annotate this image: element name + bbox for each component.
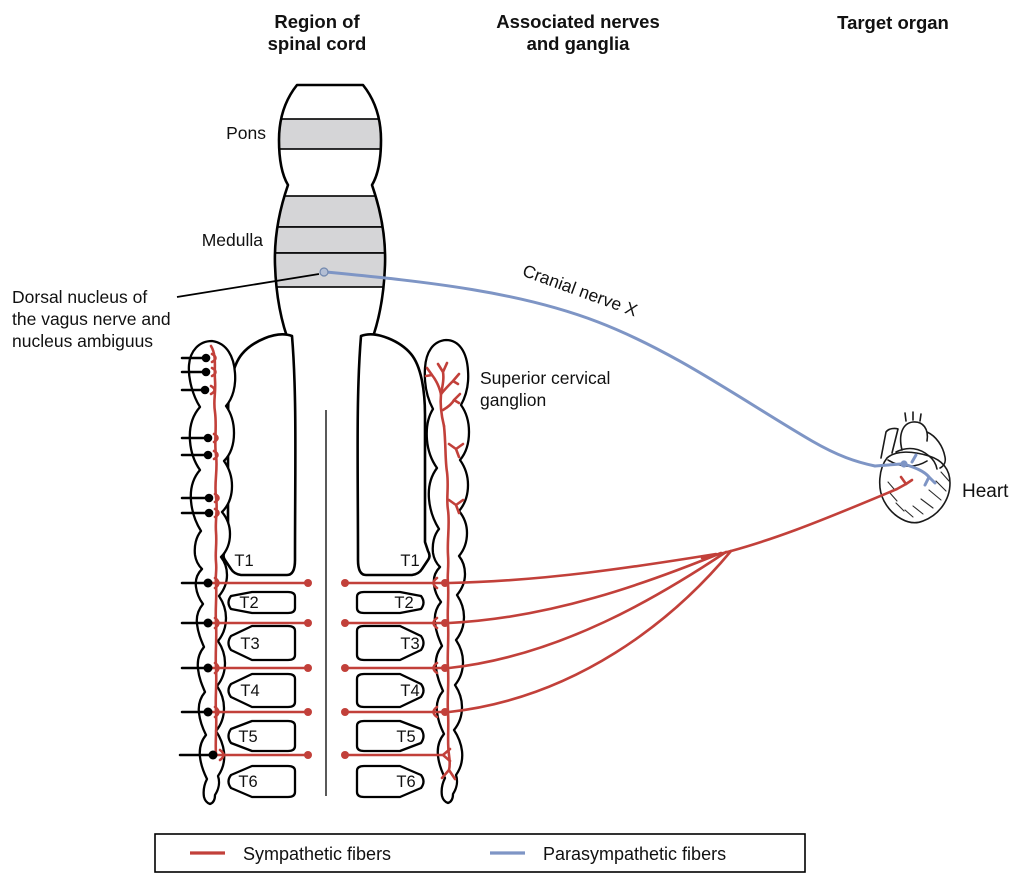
header-associated-nerves-line1: Associated nerves — [496, 11, 660, 32]
segment-boxes-left — [227, 590, 297, 799]
legend-box — [154, 833, 806, 873]
vagus-origin-dot-ring — [319, 267, 329, 277]
cardiac-nerve-t2 — [447, 551, 723, 625]
cardiac-nerves — [447, 549, 733, 714]
heart-label: Heart — [962, 481, 1009, 502]
segment-box-left-t3 — [227, 624, 297, 662]
vagal-terminal — [873, 453, 937, 487]
cervical-input-row — [180, 366, 217, 378]
spinal-nerve-row-left-t1 — [180, 576, 312, 590]
segment-label-left-t6: T6 — [238, 773, 257, 791]
segment-box-right-t3 — [355, 624, 425, 662]
spinal-nerve-rows — [178, 576, 452, 763]
legend-sympathetic-label: Sympathetic fibers — [243, 844, 391, 864]
cervical-input-row — [180, 449, 219, 461]
segment-box-left-t5 — [227, 719, 297, 753]
chain-fiber-right-end-fork — [440, 768, 457, 781]
segment-boxes-right — [355, 590, 425, 799]
segment-label-right-t5: T5 — [396, 728, 415, 746]
spinal-nerve-row-right-t3 — [341, 661, 449, 675]
chain-fiber-right — [442, 424, 452, 772]
heart-body-outline — [878, 451, 951, 524]
cervical-input-row — [180, 432, 219, 444]
cervical-input-row — [180, 384, 216, 396]
segment-label-left-t5: T5 — [238, 728, 257, 746]
chain-fork-right-c1 — [447, 442, 465, 459]
cardiac-nerve-merged — [700, 482, 908, 560]
cardiac-nerve-tip-fork — [899, 475, 914, 486]
cardiac-nerve-t3 — [447, 550, 728, 670]
header-region-of-spinal-cord-line1: Region of — [274, 11, 360, 32]
heart-illustration — [878, 411, 951, 524]
segment-box-right-t4 — [355, 672, 425, 709]
scg-label-line2: ganglion — [480, 390, 546, 410]
segment-label-right-t1: T1 — [400, 552, 419, 570]
chain-fork-right-c2 — [447, 498, 465, 515]
segment-box-right-t6 — [355, 764, 425, 799]
segment-label-right-t4: T4 — [400, 682, 419, 700]
segment-box-left-t2 — [227, 590, 297, 615]
cardiac-nerve-t1 — [447, 552, 718, 585]
dorsal-nucleus-line1: Dorsal nucleus of — [12, 287, 147, 307]
segment-label-left-t2: T2 — [239, 594, 258, 612]
cardiac-nerve-t4 — [447, 549, 733, 714]
spinal-cord-right-column — [356, 333, 431, 577]
medulla-band-2 — [274, 226, 386, 254]
spinal-cord-left-column — [222, 333, 297, 577]
cranial-nerve-x-path — [324, 270, 877, 468]
spinal-nerve-row-right-t4 — [341, 705, 449, 719]
spinal-nerve-row-left-t5 — [178, 748, 312, 762]
cervical-input-row — [180, 492, 220, 504]
dorsal-nucleus-label: Dorsal nucleus of the vagus nerve and nu… — [12, 287, 171, 351]
spinal-nerve-row-left-t3 — [180, 661, 312, 675]
segment-label-right-t6: T6 — [396, 773, 415, 791]
dorsal-nucleus-line2: the vagus nerve and — [12, 309, 171, 329]
scg-label-line1: Superior cervical — [480, 368, 610, 388]
segment-box-right-t5 — [355, 719, 425, 753]
cervical-input-row — [180, 507, 220, 519]
spinal-nerve-row-left-t2 — [180, 616, 312, 630]
segment-label-right-t3: T3 — [400, 635, 419, 653]
pons-band — [274, 118, 386, 150]
legend: Sympathetic fibers Parasympathetic fiber… — [154, 833, 806, 873]
segment-labels-right: T1 T2 T3 T4 T5 T6 — [394, 552, 419, 791]
medulla-band-3 — [274, 252, 386, 288]
pons-label: Pons — [226, 123, 266, 143]
dorsal-nucleus-line3: nucleus ambiguus — [12, 331, 153, 351]
medulla-band-1 — [274, 195, 386, 228]
segment-label-left-t4: T4 — [240, 682, 259, 700]
segment-box-right-t2 — [355, 590, 425, 615]
superior-cervical-ganglion-label: Superior cervical ganglion — [480, 368, 610, 410]
sympathetic-chain-left — [187, 339, 237, 806]
brainstem-outline — [273, 83, 387, 346]
segment-label-left-t1: T1 — [234, 552, 253, 570]
segment-box-left-t6 — [227, 764, 297, 799]
legend-parasympathetic-label: Parasympathetic fibers — [543, 844, 726, 864]
vagus-origin-dot — [320, 268, 328, 276]
header-target-organ: Target organ — [837, 12, 949, 33]
segment-label-right-t2: T2 — [394, 594, 413, 612]
cervical-input-row — [180, 352, 217, 364]
header-associated-nerves-line2: and ganglia — [527, 33, 631, 54]
heart-hatching — [887, 471, 950, 518]
dorsal-nucleus-pointer-line — [176, 273, 320, 298]
spinal-nerve-row-left-t4 — [180, 705, 312, 719]
header-region-of-spinal-cord-line2: spinal cord — [268, 33, 367, 54]
spinal-nerve-row-right-t1 — [341, 576, 449, 590]
cranial-nerve-x-label: Cranial nerve X — [520, 260, 640, 320]
spinal-nerve-row-right-t5 — [341, 747, 452, 763]
superior-cervical-ganglion-tree — [424, 361, 462, 428]
segment-box-left-t4 — [227, 672, 297, 709]
brainstem — [273, 83, 387, 346]
segment-label-left-t3: T3 — [240, 635, 259, 653]
spinal-nerve-row-right-t2 — [341, 616, 449, 630]
preganglionic-inputs-left-cervical — [180, 352, 220, 519]
medulla-label: Medulla — [202, 230, 264, 250]
segment-labels-left: T1 T2 T3 T4 T5 T6 — [234, 552, 259, 791]
